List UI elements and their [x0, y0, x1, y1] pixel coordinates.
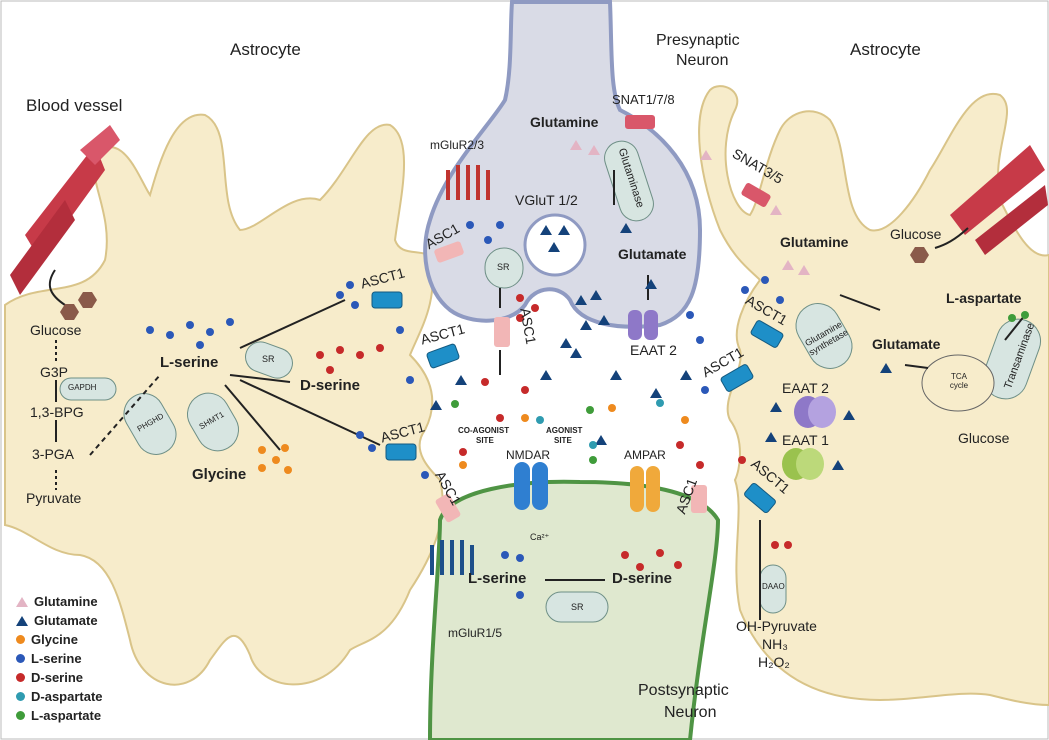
sr-pre-label: SR	[497, 262, 510, 272]
snat178-label: SNAT1/7/8	[612, 92, 675, 107]
glucose-right-label: Glucose	[890, 226, 941, 242]
legend-item-glutamate: Glutamate	[16, 613, 98, 628]
vglut-label: VGluT 1/2	[515, 192, 578, 208]
eaat1-right-label: EAAT 1	[782, 432, 829, 448]
legend-item-l-serine: L-serine	[16, 651, 82, 666]
legend-item-d-aspartate: D-aspartate	[16, 689, 103, 704]
h2o2-label: H₂O₂	[758, 654, 790, 670]
nmdar-label: NMDAR	[506, 448, 550, 462]
glutamate-pre-label: Glutamate	[618, 246, 686, 262]
presynaptic-label-2: Neuron	[676, 52, 728, 70]
glutamine-pre-label: Glutamine	[530, 114, 598, 130]
legend-swatch	[16, 692, 25, 701]
l-serine-left-label: L-serine	[160, 354, 218, 371]
astrocyte-right-label: Astrocyte	[850, 40, 921, 60]
blood-vessel-label: Blood vessel	[26, 96, 122, 116]
legend-item-d-serine: D-serine	[16, 670, 83, 685]
sr-post-label: SR	[571, 602, 584, 612]
daao-label: DAAO	[762, 582, 785, 591]
sr-left-label: SR	[262, 354, 275, 364]
legend-label: D-aspartate	[31, 689, 103, 704]
asct1-transporter-1	[372, 292, 402, 308]
asc1-pre-transporter-b	[494, 317, 510, 347]
legend-label: Glycine	[31, 632, 78, 647]
glutamate-right-label: Glutamate	[872, 336, 940, 352]
g3p-label: G3P	[40, 364, 68, 380]
postsynaptic-label-2: Neuron	[664, 704, 716, 722]
presynaptic-label: Presynaptic	[656, 32, 740, 50]
legend-swatch	[16, 597, 28, 607]
nh3-label: NH₃	[762, 636, 788, 652]
glutamine-right-label: Glutamine	[780, 234, 848, 250]
legend-swatch	[16, 673, 25, 682]
gapdh-label: GAPDH	[68, 383, 96, 392]
co-agonist-label: CO-AGONIST	[458, 426, 509, 435]
eaat2-right-label: EAAT 2	[782, 380, 829, 396]
co-agonist-label-2: SITE	[476, 436, 494, 445]
oh-pyruvate-label: OH-Pyruvate	[736, 618, 817, 634]
d-serine-post-label: D-serine	[612, 570, 672, 587]
legend-label: L-aspartate	[31, 708, 101, 723]
tca-cycle-label: TCA cycle	[944, 372, 974, 390]
legend-label: D-serine	[31, 670, 83, 685]
bpg-label: 1,3-BPG	[30, 404, 84, 420]
legend-item-glutamine: Glutamine	[16, 594, 98, 609]
legend-swatch	[16, 711, 25, 720]
asct1-transporter-3	[386, 444, 416, 460]
legend-item-l-aspartate: L-aspartate	[16, 708, 101, 723]
calcium-label: Ca²⁺	[530, 532, 549, 543]
postsynaptic-label: Postsynaptic	[638, 682, 729, 700]
legend-item-glycine: Glycine	[16, 632, 78, 647]
d-serine-left-label: D-serine	[300, 377, 360, 394]
l-aspartate-right-label: L-aspartate	[946, 290, 1021, 306]
eaat2-pre-label: EAAT 2	[630, 342, 677, 358]
mglur15-label: mGluR1/5	[448, 626, 502, 640]
glucose-left-label: Glucose	[30, 322, 81, 338]
legend-label: Glutamate	[34, 613, 98, 628]
agonist-label-2: SITE	[554, 436, 572, 445]
ampar-label: AMPAR	[624, 448, 666, 462]
astrocyte-left-label: Astrocyte	[230, 40, 301, 60]
snat178-transporter	[625, 115, 655, 129]
legend-label: Glutamine	[34, 594, 98, 609]
legend-swatch	[16, 635, 25, 644]
pga-label: 3-PGA	[32, 446, 74, 462]
glucose-right-2-label: Glucose	[958, 430, 1009, 446]
legend-swatch	[16, 654, 25, 663]
agonist-label: AGONIST	[546, 426, 582, 435]
glycine-left-label: Glycine	[192, 466, 246, 483]
pyruvate-label: Pyruvate	[26, 490, 81, 506]
legend-swatch	[16, 616, 28, 626]
eaat2-right-channel	[794, 396, 836, 428]
l-serine-post-label: L-serine	[468, 570, 526, 587]
mglur23-label: mGluR2/3	[430, 138, 484, 152]
eaat1-right-channel	[782, 448, 824, 480]
legend-label: L-serine	[31, 651, 82, 666]
